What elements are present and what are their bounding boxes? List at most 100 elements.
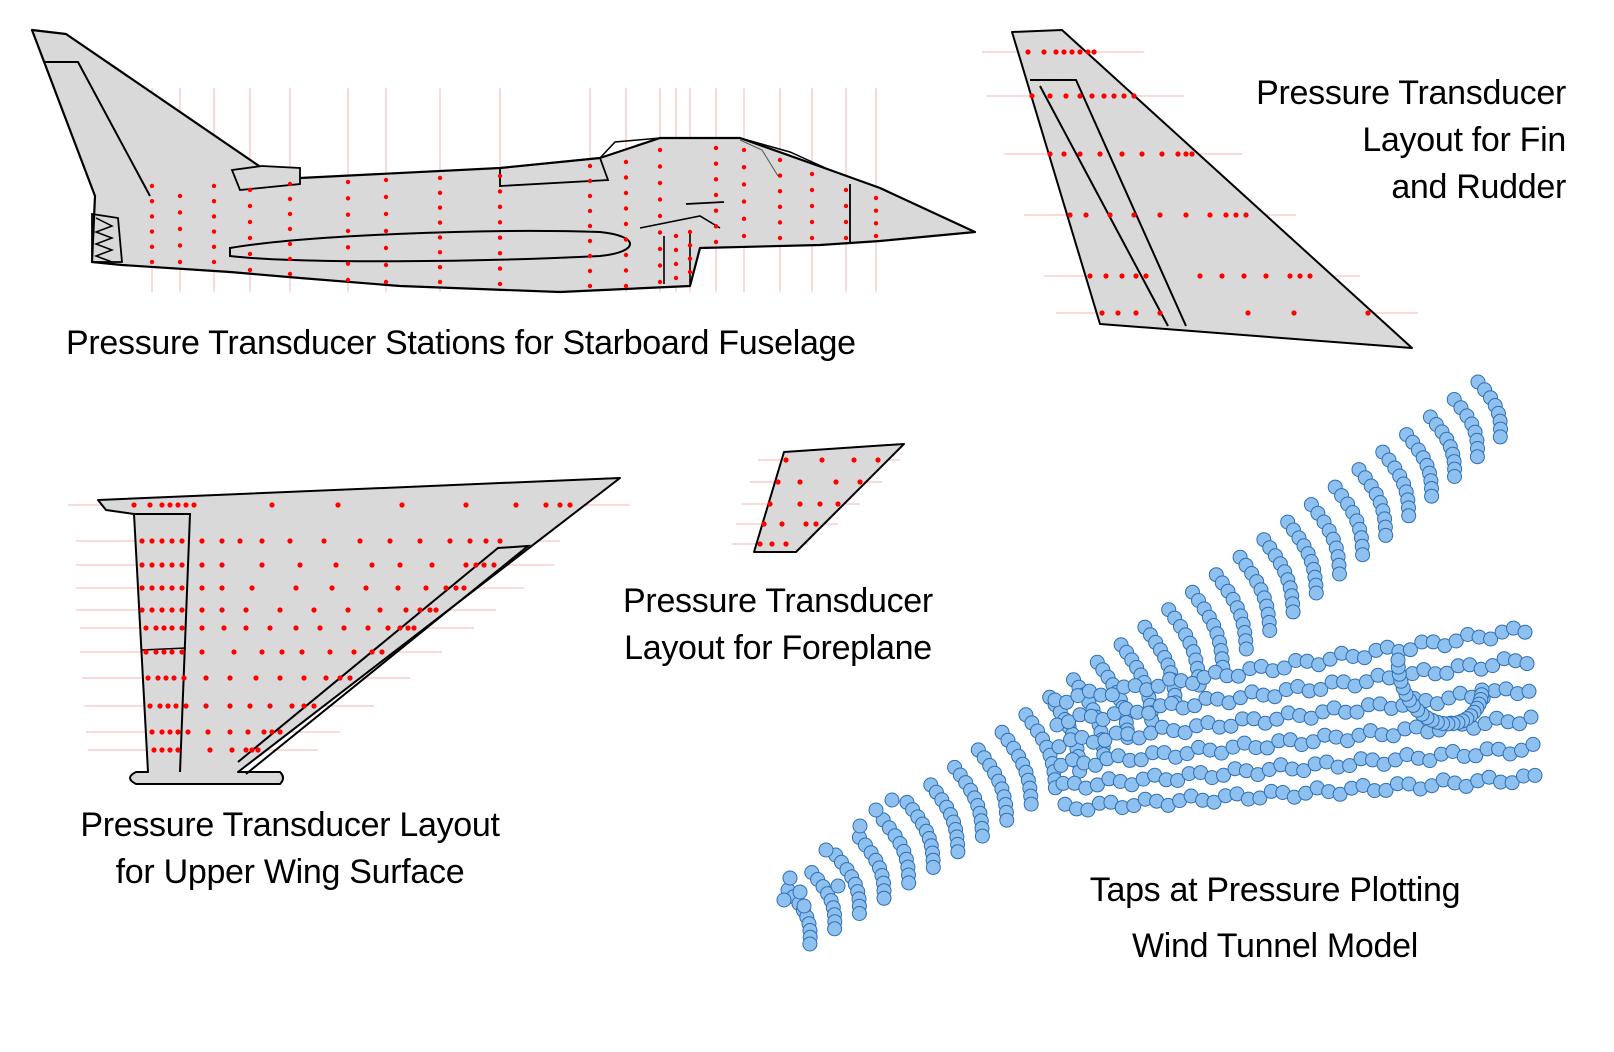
- transducer-dot: [297, 562, 303, 568]
- pressure-tap: [1285, 604, 1301, 620]
- pressure-tap: [1023, 796, 1039, 812]
- transducer-dot: [741, 216, 747, 221]
- transducer-dot: [1307, 273, 1313, 279]
- transducer-dot: [803, 521, 809, 527]
- rudder-hinge-line: [1030, 79, 1187, 327]
- transducer-dot: [463, 502, 469, 508]
- transducer-dot: [211, 199, 217, 204]
- transducer-dot: [713, 161, 719, 166]
- transducer-dot: [1119, 151, 1125, 157]
- transducer-dot: [247, 251, 253, 257]
- transducer-dot: [657, 147, 663, 153]
- transducer-dot: [169, 538, 175, 544]
- transducer-dot: [199, 649, 205, 655]
- transducer-dot: [1197, 273, 1203, 279]
- transducer-dot: [809, 235, 815, 241]
- transducer-dot: [177, 259, 183, 265]
- transducer-dot: [219, 538, 225, 544]
- pressure-tap: [1439, 665, 1455, 681]
- transducer-dot: [155, 675, 161, 681]
- wing-transducers: [131, 502, 573, 753]
- transducer-dot: [345, 179, 351, 185]
- transducer-dot: [813, 521, 819, 527]
- transducer-dot: [177, 226, 183, 232]
- pressure-tap: [1230, 668, 1246, 684]
- transducer-dot: [777, 204, 783, 209]
- transducer-dot: [417, 538, 423, 544]
- transducer-dot: [383, 177, 389, 183]
- transducer-dot: [851, 457, 857, 463]
- transducer-dot: [327, 649, 333, 655]
- transducer-dot: [149, 607, 155, 613]
- transducer-dot: [417, 607, 423, 613]
- transducer-dot: [587, 283, 593, 289]
- transducer-dot: [1053, 49, 1059, 55]
- transducer-dot: [1047, 93, 1053, 99]
- transducer-dot: [673, 261, 679, 267]
- caption-fin-rudder: Pressure Transducer Layout for Fin and R…: [1256, 74, 1566, 206]
- pressure-tap: [1483, 631, 1499, 647]
- transducer-dot: [657, 164, 663, 169]
- transducer-dot: [289, 703, 295, 709]
- transducer-dot: [255, 747, 261, 753]
- transducer-dot: [175, 502, 181, 508]
- intake-line: [639, 215, 721, 229]
- pressure-tap: [782, 870, 798, 886]
- transducer-dot: [207, 747, 213, 753]
- transducer-dot: [199, 562, 205, 568]
- transducer-dot: [203, 703, 209, 709]
- transducer-dot: [797, 501, 803, 507]
- transducer-dot: [1131, 93, 1137, 99]
- cockpit-sill: [685, 201, 725, 205]
- transducer-dot: [145, 675, 151, 681]
- transducer-dot: [437, 279, 443, 285]
- transducer-dot: [567, 502, 573, 508]
- transducer-dot: [247, 235, 253, 241]
- transducer-dot: [1183, 212, 1189, 218]
- transducer-dot: [377, 607, 383, 613]
- transducer-dot: [395, 585, 401, 591]
- pressure-tap: [1424, 488, 1440, 504]
- foreplane-transducers: [757, 457, 881, 547]
- transducer-dot: [1297, 273, 1303, 279]
- pressure-tap: [999, 812, 1015, 828]
- pressure-tap: [796, 898, 812, 914]
- transducer-dot: [557, 502, 563, 508]
- pressure-tap: [1385, 728, 1401, 744]
- transducer-dot: [513, 502, 519, 508]
- fuselage-outline: [30, 28, 977, 294]
- fuselage-transducers: [149, 145, 879, 289]
- pressure-tap: [1402, 642, 1418, 658]
- transducer-dot: [159, 585, 165, 591]
- transducer-dot: [741, 233, 747, 239]
- transducer-dot: [317, 625, 323, 631]
- transducer-dot: [1233, 212, 1239, 218]
- transducer-dot: [843, 235, 849, 241]
- transducer-dot: [159, 502, 165, 508]
- transducer-dot: [147, 502, 153, 508]
- transducer-dot: [249, 585, 255, 591]
- transducer-dot: [437, 175, 443, 181]
- pressure-tap: [1206, 794, 1222, 810]
- transducer-dot: [453, 585, 459, 591]
- transducer-dot: [1219, 273, 1225, 279]
- transducer-dot: [357, 538, 363, 544]
- transducer-dot: [269, 729, 275, 735]
- transducer-dot: [293, 625, 299, 631]
- transducer-dot: [873, 195, 879, 201]
- transducer-dot: [199, 585, 205, 591]
- transducer-dot: [171, 675, 177, 681]
- transducer-dot: [741, 147, 747, 153]
- pressure-tap: [1259, 740, 1275, 756]
- transducer-dot: [383, 228, 389, 234]
- pressure-tap: [1519, 656, 1535, 672]
- pressure-tap: [1357, 650, 1372, 666]
- transducer-dot: [713, 208, 719, 213]
- transducer-dot: [1063, 93, 1069, 99]
- transducer-dot: [279, 649, 285, 655]
- transducer-dot: [363, 585, 369, 591]
- transducer-dot: [287, 181, 293, 187]
- transducer-dot: [159, 729, 165, 735]
- transducer-dot: [335, 502, 341, 508]
- pressure-tap: [1527, 767, 1543, 783]
